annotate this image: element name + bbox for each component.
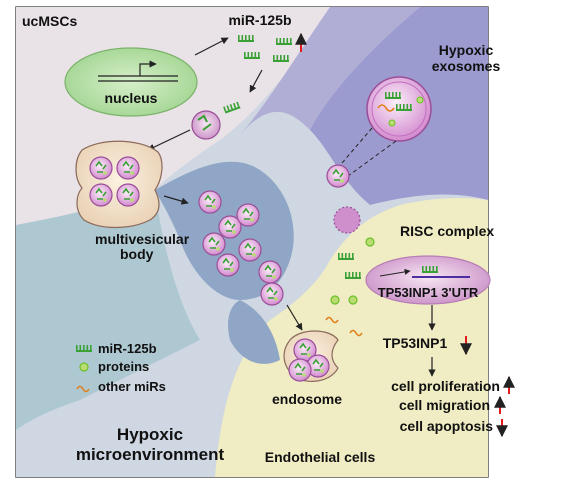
risc-label: RISC complex [400,223,494,239]
tp53inp1-label: TP53INP1 [383,335,448,351]
effect-proliferation-label: cell proliferation [391,378,500,394]
exosomes-label-line2: exosomes [432,58,501,74]
utr-label: TP53INP1 3'UTR [378,285,479,300]
mirna-to-packaging-arrow [249,69,263,93]
endosome: endosome [272,304,342,407]
packaging-to-mvb-arrow [147,129,191,151]
effect-apoptosis-label: cell apoptosis [400,418,494,434]
mvb-label-line2: body [120,246,154,262]
nucleus-to-mirna-arrow [194,37,229,56]
nucleus: nucleus [64,47,198,117]
nucleus-label: nucleus [105,90,158,106]
risc-complex: RISC complex [333,206,494,239]
utr-binding-site: TP53INP1 3'UTR [365,255,491,305]
mvb-fusion-arrow [163,195,189,205]
legend-protein-icon [79,362,89,372]
effect-migration-label: cell migration [399,397,490,413]
legend-other-mirs-icon [76,385,90,393]
legend: miR-125b proteins other miRs [76,341,166,394]
packaging-vesicle [191,101,241,140]
legend-protein-label: proteins [98,359,149,374]
mvb-label-line1: multivesicular [95,231,190,247]
exosomes-label-line1: Hypoxic [439,42,494,58]
hypoxic-exosome-zoom: Hypoxic exosomes [326,42,501,188]
legend-other-mirs-label: other miRs [98,379,166,394]
source-cell-label: ucMSCs [22,13,77,29]
endosome-label: endosome [272,391,342,407]
legend-mirna-label: miR-125b [98,341,157,356]
target-cell-label: Endothelial cells [265,449,376,465]
multivesicular-body: multivesicular body [75,140,190,262]
downstream-effects: TP53INP1 cell proliferation cell migrati… [383,335,515,438]
microenvironment-label-line1: Hypoxic [117,425,183,444]
mirna-top-label: miR-125b [228,12,291,28]
microenvironment-label-line2: microenvironment [76,445,225,464]
